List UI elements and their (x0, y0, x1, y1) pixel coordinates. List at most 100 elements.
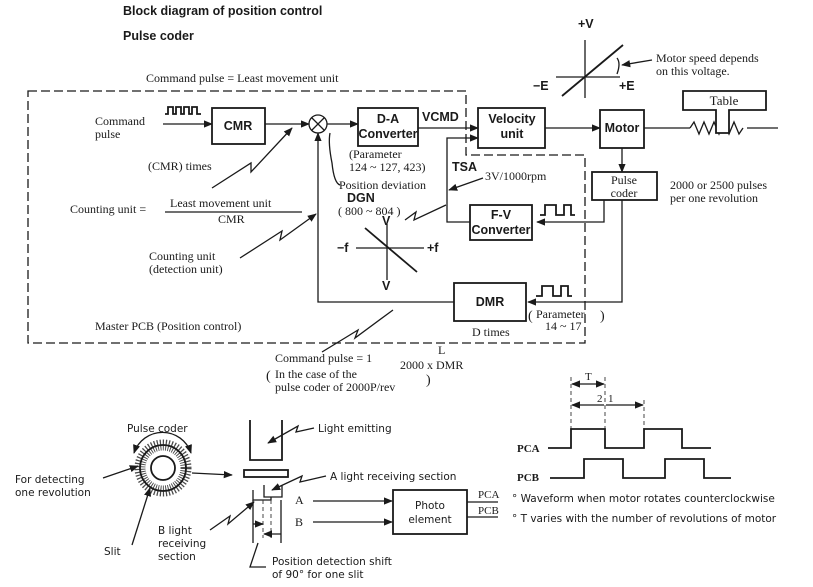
b-light-pointer (209, 501, 255, 531)
table-label: Table (710, 93, 739, 108)
half-label-2: 1 (608, 393, 614, 405)
waveform-note-2: ° T varies with the number of revolution… (512, 513, 777, 525)
pcb-output-label: PCB (478, 505, 499, 517)
command-pulse-label-1: Command (95, 114, 145, 128)
half-label-1: 2 (597, 393, 603, 405)
detect-rev-1: For detecting (15, 474, 85, 486)
light-emitting-label: Light emitting (318, 423, 392, 435)
cmd-case-close: ) (426, 373, 431, 388)
photo-element-block[interactable] (392, 489, 468, 535)
graph-fv-y-bottom: V (382, 279, 391, 293)
frequency-voltage-graph: V V −f +f (337, 214, 439, 293)
cmr-block[interactable] (211, 107, 266, 145)
pulses-per-rev-1: 2000 or 2500 pulses (670, 178, 767, 192)
shift-1: Position detection shift (272, 556, 392, 568)
motor-speed-arrow (621, 59, 653, 68)
param-da-2: 124 ~ 127, 423) (349, 160, 426, 174)
graph-fv-y-top: V (382, 214, 391, 228)
counting-unit-denominator: CMR (218, 212, 245, 226)
shift-2: of 90° for one slit (272, 569, 363, 581)
light-emitting-housing[interactable] (249, 420, 283, 461)
pulse-coder-label-2: coder (611, 186, 638, 200)
position-deviation-pointer (328, 132, 341, 186)
counting-unit-detect-1: Counting unit (149, 249, 216, 263)
graph-fv-line (364, 227, 418, 273)
slit-plate (243, 469, 289, 478)
dmr-to-sum-feedback (314, 132, 454, 303)
velocity-label-2: unit (501, 127, 525, 141)
tsa-rate: 3V/1000rpm (485, 169, 547, 183)
channel-a-label: A (295, 493, 304, 507)
graph-fv-x-neg: −f (337, 241, 349, 255)
dgn-label: DGN (347, 191, 375, 205)
cmr-label: CMR (224, 119, 252, 133)
da-label-1: D-A (377, 112, 399, 126)
light-emitting-pointer (267, 424, 315, 444)
cmd-pulse-1: Command pulse = 1 (275, 351, 372, 365)
cmd-pulse-pointer (321, 309, 394, 353)
velocity-unit-block[interactable] (477, 107, 546, 149)
fv-to-velocity-arrow (446, 134, 479, 223)
motor-label: Motor (605, 121, 640, 135)
dmr-label: DMR (476, 295, 504, 309)
master-pcb-label: Master PCB (Position control) (95, 319, 241, 333)
summing-junction (308, 114, 328, 134)
counting-unit-detect-2: (detection unit) (149, 262, 223, 276)
counting-unit-pointer (239, 213, 317, 259)
da-converter-block[interactable] (357, 107, 419, 147)
rotation-arrow (133, 431, 192, 454)
position-deviation-label: Position deviation (339, 178, 426, 192)
graph-ve-y-label: +V (578, 17, 594, 31)
d-times-label: D times (472, 325, 510, 339)
channel-b-label: B (295, 515, 303, 529)
fv-graph-pointer (404, 204, 447, 222)
b-light-1: B light (158, 525, 192, 537)
cmd-fraction-numerator: L (438, 343, 445, 357)
tsa-rate-pointer (448, 177, 484, 191)
quadrature-waveform: T 2 1 PCA PCB (517, 371, 731, 484)
pulse-coder-label-1: Pulse (611, 173, 637, 187)
slit-arrow (131, 487, 152, 546)
fv-pulse-train (540, 204, 575, 216)
velocity-label-1: Velocity (488, 112, 535, 126)
summing-cross-b (311, 117, 325, 131)
encoder-disk (134, 439, 192, 497)
command-pulse-equation: Command pulse = Least movement unit (146, 71, 339, 85)
counting-unit-lhs: Counting unit = (70, 202, 146, 216)
pca-waveform (548, 428, 711, 449)
cmd-fraction-denominator: 2000 x DMR (400, 358, 463, 372)
shift-pointer (249, 542, 266, 568)
a-receiver (263, 485, 283, 498)
detect-rev-2: one revolution (15, 487, 91, 499)
command-pulse-label-2: pulse (95, 127, 120, 141)
dmr-block[interactable] (453, 282, 527, 322)
param-dmr-1: Parameter (536, 307, 585, 321)
graph-ve-line (561, 44, 624, 97)
command-pulse-train (165, 106, 201, 115)
cmd-case-1: In the case of the (275, 367, 357, 381)
photo-label-1: Photo (415, 500, 445, 512)
vcmd-label: VCMD (422, 110, 459, 124)
sub-title: Pulse coder (123, 29, 194, 43)
a-light-label: A light receiving section (330, 471, 456, 483)
pca-output-label: PCA (478, 489, 499, 501)
graph-ve-x-neg: −E (533, 79, 549, 93)
fv-label-1: F-V (491, 208, 512, 222)
graph-fv-x-pos: +f (427, 241, 439, 255)
b-light-2: receiving (158, 538, 206, 550)
cmd-case-open: ( (266, 369, 271, 384)
a-light-pointer (271, 474, 327, 491)
table-block[interactable] (682, 90, 767, 134)
pulse-coder-block[interactable] (591, 171, 658, 201)
main-title: Block diagram of position control (123, 4, 322, 18)
master-pcb-boundary (27, 90, 586, 344)
b-receiver (252, 490, 272, 501)
cmr-times-label: (CMR) times (148, 159, 212, 173)
fv-label-2: Converter (471, 223, 530, 237)
disk-hub (150, 455, 176, 481)
pca-wave-label: PCA (517, 443, 540, 455)
param-dmr-open: ( (528, 309, 533, 324)
graph-ve-x-pos: +E (619, 79, 635, 93)
graph-ve-brace (616, 57, 620, 75)
